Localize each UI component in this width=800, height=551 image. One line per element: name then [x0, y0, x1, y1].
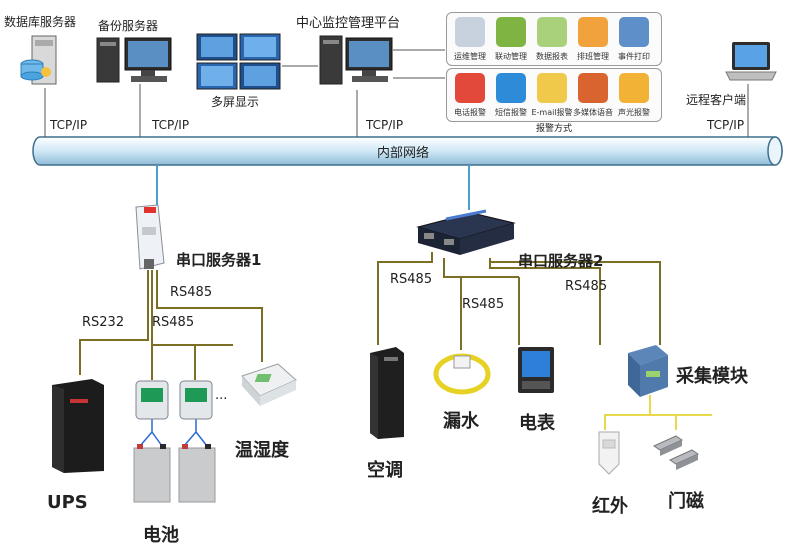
battery-monitor-icon — [135, 380, 169, 420]
door-magnet-sensor — [652, 432, 702, 472]
battery-cell-1 — [133, 444, 171, 504]
battery-sensor-1 — [135, 380, 169, 420]
central-platform — [318, 34, 394, 88]
meter-label: 电表 — [519, 413, 555, 434]
serial-server-1 — [128, 203, 168, 273]
function-label: 数据报表 — [536, 52, 568, 61]
tcp-label-remote: TCP/IP — [707, 118, 745, 132]
alarm-label: E-mail报警 — [531, 108, 573, 117]
phone-alarm-icon — [455, 73, 485, 103]
water-leak-label: 漏水 — [443, 411, 479, 432]
water-leak-cable-icon — [433, 353, 491, 395]
ups-device — [48, 375, 106, 475]
temp-humidity-sensor — [238, 362, 298, 408]
laptop-icon — [725, 42, 777, 81]
alarm-label: 声光报警 — [618, 108, 650, 117]
backup-server-icon — [96, 37, 172, 83]
power-meter-icon — [518, 347, 554, 393]
tcp-label-central: TCP/IP — [366, 118, 404, 132]
network-label: 内部网络 — [377, 146, 430, 161]
collector-label: 采集模块 — [676, 366, 748, 387]
ups-icon — [52, 379, 104, 473]
infrared-label: 红外 — [592, 496, 628, 517]
central-server-icon — [319, 35, 393, 85]
infrared-sensor — [596, 430, 622, 476]
sound-light-alarm-icon — [619, 73, 649, 103]
central-platform-label: 中心监控管理平台 — [296, 16, 401, 31]
function-label: 事件打印 — [618, 52, 650, 61]
multiscreen-display — [196, 33, 282, 91]
alarm-group-label: 报警方式 — [536, 124, 573, 134]
function-label: 运维管理 — [454, 52, 486, 61]
sms-alarm-icon — [496, 73, 526, 103]
printer-icon — [619, 17, 649, 47]
air-conditioner — [366, 345, 406, 439]
device-ellipsis: ··· — [215, 392, 228, 407]
remote-client — [722, 40, 778, 84]
backup-server-label: 备份服务器 — [98, 19, 159, 33]
battery-icon — [178, 444, 216, 503]
alarm-label: 电话报警 — [454, 108, 486, 117]
alarm-label: 多媒体语音 — [573, 108, 613, 117]
air-conditioner-label: 空调 — [367, 460, 403, 481]
serial-server-1-label: 串口服务器1 — [176, 251, 262, 269]
backup-server — [95, 36, 175, 86]
air-conditioner-icon — [370, 347, 404, 439]
database-server — [18, 34, 66, 88]
serial-server-icon — [416, 209, 516, 255]
pir-sensor-icon — [598, 431, 620, 475]
multiscreen-label: 多屏显示 — [211, 95, 260, 109]
power-meter — [516, 345, 556, 395]
function-label: 联动管理 — [495, 52, 527, 61]
wrench-icon — [455, 17, 485, 47]
database-server-icon — [20, 35, 57, 85]
water-leak-sensor — [432, 350, 492, 398]
serial-server-2 — [416, 205, 516, 261]
email-alarm-icon — [537, 73, 567, 103]
rs485-label-s2-right: RS485 — [565, 279, 608, 294]
serial-server-icon — [135, 204, 165, 270]
rs485-label-s2-left: RS485 — [390, 272, 433, 287]
tcp-label-db: TCP/IP — [50, 118, 88, 132]
alarm-label: 短信报警 — [495, 108, 527, 117]
rs485-label-s1-bottom: RS485 — [152, 315, 195, 330]
door-magnet-icon — [652, 435, 700, 470]
battery-icon — [133, 444, 171, 503]
report-icon — [537, 17, 567, 47]
monitor-wall-icon — [196, 33, 281, 90]
temp-humidity-label: 温湿度 — [235, 440, 289, 461]
battery-label: 电池 — [143, 525, 179, 546]
door-magnet-label: 门磁 — [668, 491, 704, 512]
battery-monitor-icon — [179, 380, 213, 420]
rs485-label-s2-mid: RS485 — [462, 297, 505, 312]
function-label: 排班管理 — [577, 52, 609, 61]
voice-alarm-icon — [578, 73, 608, 103]
ups-label: UPS — [47, 492, 88, 513]
battery-sensor-2 — [179, 380, 213, 420]
linkage-icon — [496, 17, 526, 47]
tcp-label-backup: TCP/IP — [152, 118, 190, 132]
rs232-label: RS232 — [82, 315, 125, 330]
rs485-label-s1-top: RS485 — [170, 285, 213, 300]
serial-server-2-label: 串口服务器2 — [518, 252, 604, 270]
battery-cell-2 — [178, 444, 216, 504]
collector-module — [622, 343, 672, 399]
thermometer-hygrometer-icon — [241, 363, 297, 406]
schedule-icon — [578, 17, 608, 47]
collector-module-icon — [628, 345, 668, 397]
database-server-label: 数据库服务器 — [4, 15, 77, 29]
remote-client-label: 远程客户端 — [686, 93, 747, 107]
